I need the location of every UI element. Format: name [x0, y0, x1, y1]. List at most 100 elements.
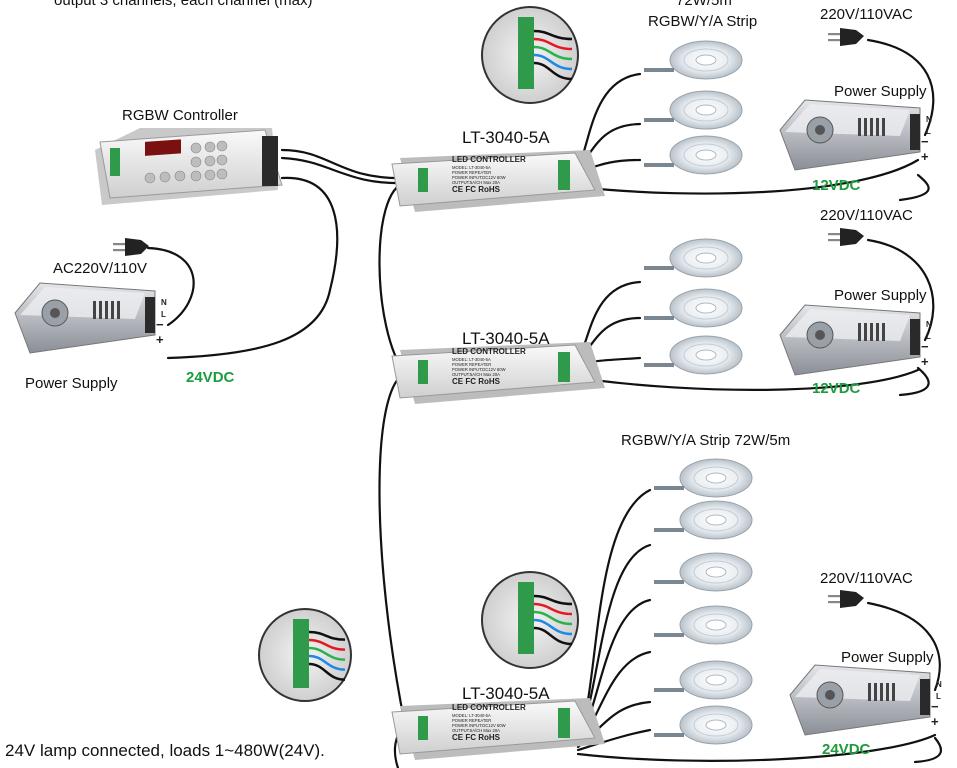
- bubble-wire: [308, 630, 346, 641]
- input-terminal: [418, 168, 428, 192]
- vent-slot: [886, 683, 889, 701]
- plug-pin: [828, 601, 840, 604]
- vent-slot: [882, 323, 885, 341]
- amp2-model-label: LT-3040-5A: [462, 329, 550, 348]
- amplifier-face-spec: POWER INPUT:DC12V 60W: [452, 367, 506, 372]
- vent-slot: [111, 301, 114, 319]
- input-terminal: [418, 716, 428, 740]
- right-psu-label-2: Power Supply: [834, 287, 927, 304]
- amplifier-face-spec: OUTPUT:5A/CH Max 20A: [452, 372, 500, 377]
- amplifier-face-spec: MODEL: LT-3040-5A: [452, 357, 491, 362]
- led-strip-reel-1: [644, 40, 743, 80]
- plug-head: [840, 28, 864, 46]
- led-strip-reel-5: [644, 288, 743, 328]
- led-strips: [644, 40, 753, 745]
- plug-pin: [828, 239, 840, 242]
- amplifier-body: [391, 152, 596, 207]
- terminal-label-l: L: [161, 310, 166, 319]
- output-terminal: [558, 160, 570, 190]
- strip-tail: [644, 363, 674, 367]
- polarity-minus: −: [156, 317, 164, 332]
- bubble-wire: [308, 662, 346, 681]
- plug-pin: [113, 243, 125, 246]
- bubble-wire: [533, 602, 573, 616]
- amplifier-face-marks: CE FC RoHS: [452, 185, 501, 194]
- power-supplies: NL−+NL−+NL−+NL−+: [14, 99, 942, 736]
- strip-tail: [654, 528, 684, 532]
- right-plug-icon-3: [828, 590, 864, 608]
- amplifier-body: [391, 344, 596, 399]
- vent-slot: [876, 118, 879, 136]
- right-ac-label-3: 220V/110VAC: [820, 570, 913, 587]
- right-power-supply-1: NL−+: [779, 99, 932, 171]
- strip-tail: [654, 633, 684, 637]
- terminal-block: [145, 297, 155, 333]
- bubble-wire: [308, 646, 346, 661]
- vent-slot: [858, 323, 861, 341]
- right-psu-output-3: 24VDC: [822, 741, 871, 758]
- plug-head: [125, 238, 149, 256]
- led-strip-reel-7: [654, 458, 753, 498]
- left-plug-icon: [113, 238, 149, 256]
- polarity-plus: +: [921, 149, 929, 164]
- amplifier-face-spec: POWER REPEATER: [452, 718, 491, 723]
- right-ac-label-2: 220V/110VAC: [820, 207, 913, 224]
- fan-hub-icon: [825, 690, 835, 700]
- reel-ring: [693, 560, 739, 584]
- reel-ring: [693, 466, 739, 490]
- bubble-wire: [308, 638, 346, 651]
- output-terminal: [558, 352, 570, 382]
- fan-hub-icon: [50, 308, 60, 318]
- bubble-wire: [533, 29, 573, 41]
- vent-slot: [876, 323, 879, 341]
- right-plug-icon-1: [828, 28, 864, 46]
- zoom-bubble-middle: [481, 571, 579, 669]
- left-psu-output: 24VDC: [186, 369, 235, 386]
- reel-ring: [683, 246, 729, 270]
- right-psu-output-1: 12VDC: [812, 177, 861, 194]
- left-psu-label: Power Supply: [25, 375, 118, 392]
- plug-pin: [828, 39, 840, 42]
- bubble-terminal: [293, 619, 309, 688]
- vent-slot: [892, 683, 895, 701]
- reel-ring: [693, 668, 739, 692]
- right-psu-output-2: 12VDC: [812, 380, 861, 397]
- bubble-wire: [533, 45, 573, 61]
- vent-slot: [870, 118, 873, 136]
- strip-tail: [644, 163, 674, 167]
- plug-pin: [113, 249, 125, 252]
- right-plug-icon-2: [828, 228, 864, 246]
- vent-slot: [858, 118, 861, 136]
- terminal-block: [920, 679, 930, 715]
- led-strip-reel-2: [644, 90, 743, 130]
- amplifier-face-title: LED CONTROLLER: [452, 703, 526, 712]
- terminal-block: [910, 114, 920, 150]
- terminal-label-l: L: [926, 332, 931, 341]
- vent-slot: [105, 301, 108, 319]
- vent-slot: [882, 118, 885, 136]
- left-ac-label: AC220V/110V: [53, 260, 147, 277]
- strip-tail: [644, 316, 674, 320]
- plug-head: [840, 590, 864, 608]
- terminal-label-n: N: [161, 298, 167, 307]
- vent-slot: [880, 683, 883, 701]
- input-terminal: [418, 360, 428, 384]
- vent-slot: [868, 683, 871, 701]
- vent-slot: [864, 118, 867, 136]
- bubble-wire: [533, 53, 573, 71]
- polarity-plus: +: [921, 354, 929, 369]
- amplifier-face-spec: POWER REPEATER: [452, 170, 491, 175]
- terminal-label-n: N: [926, 115, 932, 124]
- led-strip-reel-12: [654, 705, 753, 745]
- right-power-supply-3: NL−+: [789, 664, 942, 736]
- right-psu-label-3: Power Supply: [841, 649, 934, 666]
- bubble-terminal: [518, 17, 534, 89]
- strip-tail: [654, 580, 684, 584]
- plug-pin: [828, 233, 840, 236]
- reel-ring: [693, 713, 739, 737]
- amplifier-face-spec: POWER INPUT:DC12V 60W: [452, 723, 506, 728]
- reel-hub: [705, 674, 727, 686]
